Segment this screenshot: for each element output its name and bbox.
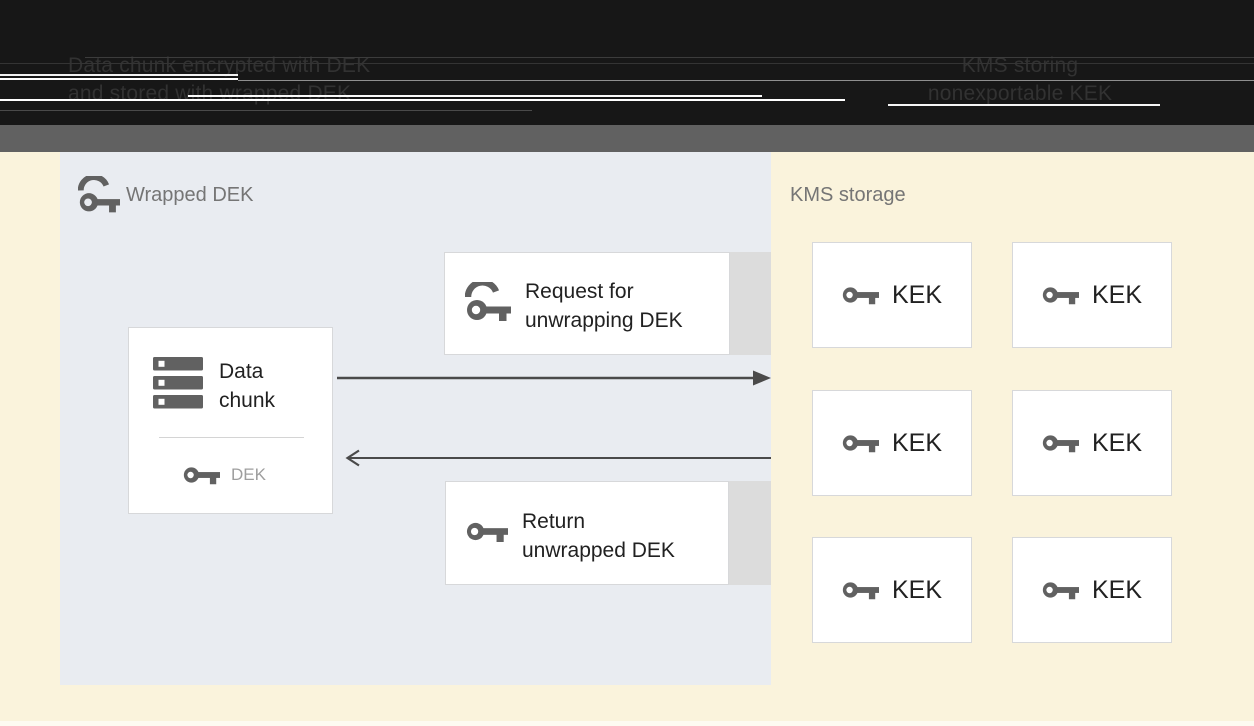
request-box-line1: Request for [525,280,634,303]
key-icon [1042,283,1079,307]
wrapped-dek-label: Wrapped DEK [126,184,254,206]
header-right-line1: KMS storing [961,54,1079,77]
return-box-shadow [729,481,771,585]
kek-box: KEK [812,537,972,643]
data-chunk-box: Data chunk DEK [128,327,333,514]
dek-label: DEK [231,465,266,484]
header-band: Data chunk encrypted with DEK and stored… [0,0,1254,125]
data-chunk-title-line1: Data [219,360,264,383]
wrapped-key-icon [465,282,511,322]
request-box-shadow [730,252,771,355]
kek-box: KEK [1012,242,1172,348]
storage-stack-icon [153,357,203,409]
kek-box: KEK [812,390,972,496]
request-arrow-right [337,369,771,387]
header-left-caption: Data chunk encrypted with DEK and stored… [68,52,408,108]
glitch-line [0,110,532,111]
return-box-line2: unwrapped DEK [522,539,675,562]
kek-label: KEK [1091,575,1143,604]
return-box-line1: Return [522,510,586,533]
kek-box: KEK [1012,537,1172,643]
kek-label: KEK [891,575,943,604]
return-box-text: Return unwrapped DEK [522,507,675,565]
bottom-edge [0,721,1254,726]
key-icon [1042,578,1079,602]
kek-label: KEK [1091,280,1143,309]
key-icon [1042,431,1079,455]
return-unwrap-box: Return unwrapped DEK [445,481,729,585]
gray-divider-bar [0,125,1254,152]
kek-label: KEK [891,428,943,457]
return-arrow-left [335,449,771,467]
kek-box: KEK [812,242,972,348]
key-icon [183,463,220,487]
header-right-line2: nonexportable KEK [927,82,1113,105]
request-box-text: Request for unwrapping DEK [525,277,683,335]
request-box-line2: unwrapping DEK [525,309,683,332]
kms-storage-label: KMS storage [790,184,906,206]
header-right-caption: KMS storing nonexportable KEK [880,52,1160,108]
key-icon [842,283,879,307]
kek-label: KEK [1091,428,1143,457]
key-icon [842,578,879,602]
header-left-line1: Data chunk encrypted with DEK [68,54,371,77]
key-icon [842,431,879,455]
key-icon [466,518,508,545]
kek-box: KEK [1012,390,1172,496]
kek-label: KEK [891,280,943,309]
header-left-line2: and stored with wrapped DEK [68,82,352,105]
data-chunk-divider [159,437,304,438]
data-chunk-title-line2: chunk [219,389,276,412]
data-chunk-title: Data chunk [219,357,275,415]
request-unwrap-box: Request for unwrapping DEK [444,252,730,355]
wrapped-key-icon [78,176,120,214]
